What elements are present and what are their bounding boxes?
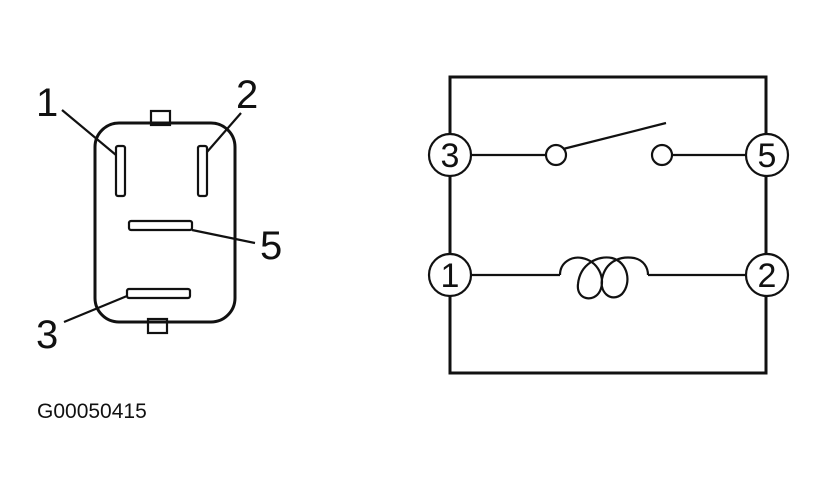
terminal-5-label: 5 (758, 137, 777, 175)
relay-connector-view: 1 2 5 3 (36, 73, 282, 357)
relay-schematic: 3 5 1 2 (427, 75, 790, 375)
connector-housing (93, 121, 237, 324)
terminal-1-circle (427, 252, 473, 298)
reference-code: G00050415 (37, 400, 147, 423)
pin-2-label: 2 (236, 73, 258, 117)
switch-contact-left (544, 143, 568, 167)
schematic-frame (448, 75, 768, 375)
switch-contact-right (650, 143, 674, 167)
terminal-2-label: 2 (758, 257, 777, 295)
pin-1-label: 1 (36, 81, 58, 125)
pin-5-label: 5 (260, 224, 282, 268)
pin-3-blade (125, 287, 192, 300)
pin-5-leader (191, 228, 256, 245)
switch-arm (562, 121, 667, 151)
terminal-3-label: 3 (441, 137, 460, 175)
terminal-5-circle (744, 132, 790, 178)
terminal-2-circle (744, 252, 790, 298)
pin-2-blade (196, 144, 209, 198)
terminal-1-label: 1 (441, 257, 460, 295)
terminal-3-circle (427, 132, 473, 178)
pin-1-blade (114, 144, 127, 198)
connector-top-tab (149, 109, 172, 127)
coil-symbol (558, 256, 650, 300)
pin-2-leader (206, 112, 242, 153)
pin-5-blade (127, 219, 194, 232)
pin-3-leader (63, 294, 128, 324)
pin-3-label: 3 (36, 313, 58, 357)
pin-1-leader (61, 109, 117, 156)
connector-bottom-tab (146, 317, 169, 335)
